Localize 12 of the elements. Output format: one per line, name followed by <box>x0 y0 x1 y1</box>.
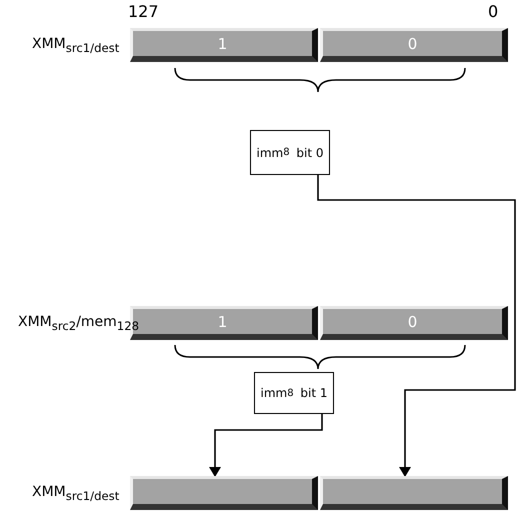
empty-register-lane <box>320 476 508 510</box>
bit-index: 127 <box>128 2 159 21</box>
register-name: XMM$_{src1/dest}$ <box>32 484 120 503</box>
register-name: XMM$_{src2}$/mem$_{128}$ <box>18 314 140 333</box>
register-name: XMM$_{src1/dest}$ <box>32 36 120 55</box>
arrow <box>209 414 323 477</box>
register-lane: 1 <box>130 28 318 62</box>
empty-register-lane <box>130 476 318 510</box>
bit-index: 0 <box>488 2 498 21</box>
register-lane: 0 <box>320 28 508 62</box>
arrow <box>317 175 516 477</box>
register-lane: 0 <box>320 306 508 340</box>
